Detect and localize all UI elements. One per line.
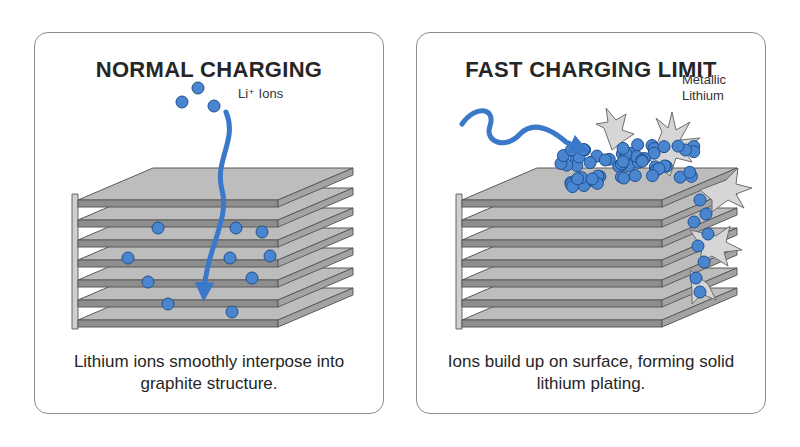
layer-edge (78, 260, 278, 267)
li-ion (672, 140, 684, 152)
dendrite (596, 108, 634, 150)
li-ion (618, 172, 630, 184)
panel-title: NORMAL CHARGING (43, 57, 375, 83)
li-ion (176, 96, 188, 108)
lithium-ions (122, 82, 714, 318)
graphite-stacks (72, 168, 737, 329)
layer-edge (78, 300, 278, 307)
li-ion (629, 170, 641, 182)
li-ion (224, 252, 236, 264)
li-ion (246, 272, 258, 284)
layer-edge (462, 320, 662, 327)
li-ion (152, 222, 164, 234)
intercalation-arrow (204, 112, 229, 292)
layer-edge (462, 260, 662, 267)
layer-edge (462, 280, 662, 287)
layer-edge (78, 220, 278, 227)
li-ion (690, 272, 702, 284)
li-ion (226, 306, 238, 318)
li-ion (617, 156, 629, 168)
li-ion (264, 250, 276, 262)
dendrite (690, 270, 716, 304)
layer-edge (462, 240, 662, 247)
li-ion (584, 157, 596, 169)
li-ion (599, 154, 611, 166)
li-ion (586, 173, 598, 185)
li-ion (632, 139, 644, 151)
layer-edge (78, 240, 278, 247)
stack-wall (456, 194, 462, 329)
layer-edge (462, 300, 662, 307)
li-ion (702, 228, 714, 240)
li-ion (572, 173, 584, 185)
dendrite (700, 168, 752, 212)
li-ion (617, 142, 629, 154)
li-ion (646, 170, 658, 182)
li-ion (162, 298, 174, 310)
li-ion (256, 226, 268, 238)
layer-edge (78, 320, 278, 327)
li-ion (692, 240, 704, 252)
dendrite (690, 226, 742, 266)
li-ion (694, 286, 706, 298)
panel-caption: Lithium ions smoothly interpose into gra… (57, 351, 361, 395)
incoming-arrow (462, 111, 580, 148)
li-ion (230, 222, 242, 234)
li-ion (700, 208, 712, 220)
li-ion (684, 166, 696, 178)
li-ion (658, 141, 670, 153)
li-ion (698, 256, 710, 268)
layer-edge (78, 200, 278, 207)
lithium-label: Metallic Lithium (682, 72, 758, 105)
li-ion (694, 194, 706, 206)
li-ion (142, 276, 154, 288)
stack-wall (72, 194, 78, 329)
li-ion (208, 100, 220, 112)
ion-label: Li⁺ Ions (238, 86, 318, 102)
panel-normal-charging: NORMAL CHARGING Lithium ions smoothly int… (34, 32, 384, 414)
li-ion (636, 155, 648, 167)
layer-side (278, 168, 353, 207)
lithium-dendrites (596, 108, 752, 304)
li-ion (192, 82, 204, 94)
layer-edge (462, 220, 662, 227)
panel-caption: Ions build up on surface, forming solid … (439, 351, 743, 395)
graphite-layer (78, 168, 353, 200)
li-ion (688, 216, 700, 228)
layer-edge (462, 200, 662, 207)
li-ion (122, 252, 134, 264)
